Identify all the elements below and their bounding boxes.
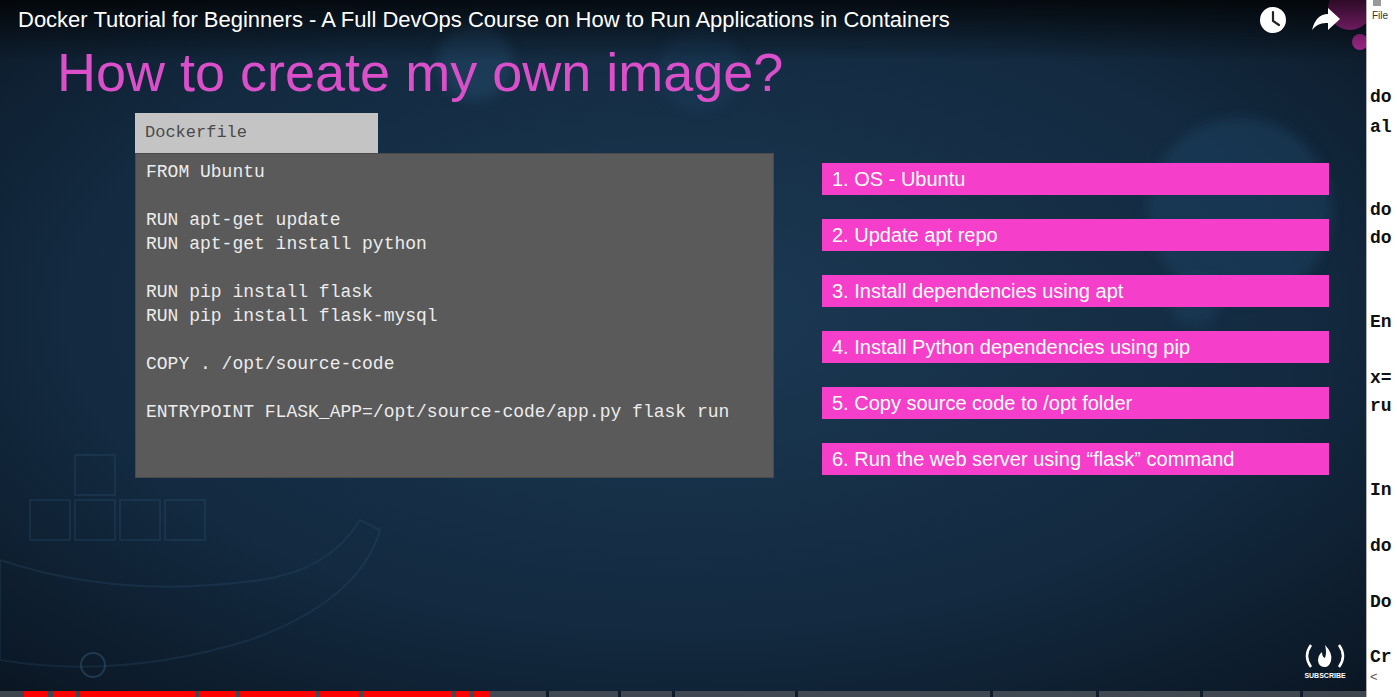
logo-flame [1318,645,1331,667]
step-text: 2. Update apt repo [832,221,998,249]
progress-segment [24,691,48,697]
share-icon [1312,8,1340,30]
progress-track [0,691,1366,697]
slide-background [0,0,1366,697]
chapter-gap [990,691,993,697]
panel-text: do [1370,86,1392,108]
panel-border [1366,0,1367,697]
step-text: 5. Copy source code to /opt folder [832,389,1132,417]
tab-label: Dockerfile [145,121,247,145]
scroll-arrow: < [1370,669,1378,685]
chapter-gap [546,691,549,697]
step-box: 5. Copy source code to /opt folder [822,387,1329,419]
code-line: ENTRYPOINT FLASK_APP=/opt/source-code/ap… [146,400,729,424]
step-box: 3. Install dependencies using apt [822,275,1329,307]
step-box: 4. Install Python dependencies using pip [822,331,1329,363]
container [75,500,115,540]
panel-text: do [1370,199,1392,221]
video-title: Docker Tutorial for Beginners - A Full D… [18,6,950,34]
step-text: 4. Install Python dependencies using pip [832,333,1190,361]
container [75,455,115,495]
logo-paren [1307,645,1311,667]
watch-later-icon [1260,7,1286,33]
dockerfile-panel: DockerfileFROM UbuntuRUN apt-get updateR… [135,153,774,478]
step-box: 2. Update apt repo [822,219,1329,251]
progress-segment [199,691,236,697]
container [30,500,70,540]
code-line: RUN apt-get install python [146,232,427,256]
whale-body [0,520,380,667]
step-text: 6. Run the web server using “flask” comm… [832,445,1234,473]
container [165,500,205,540]
progress-segment [363,691,452,697]
subscribe-label: SUBSCRIBE [1304,671,1345,680]
chapter-gap [1200,691,1203,697]
panel-text: do [1370,535,1392,557]
container [120,500,160,540]
panel-text: Do [1370,591,1392,613]
channel-logo [1307,645,1343,667]
progress-segment [80,691,195,697]
progress-played [24,691,490,697]
chapter-gap [672,691,675,697]
faint-circle [81,653,105,677]
code-line: RUN apt-get update [146,208,340,232]
chapter-gap [1096,691,1099,697]
clock-hands [1273,12,1279,25]
file-tab: Dockerfile [135,113,378,153]
side-panel [1366,0,1397,697]
code-line: RUN pip install flask [146,280,373,304]
code-line: COPY . /opt/source-code [146,352,394,376]
clock-face [1260,7,1286,33]
progress-segment [320,691,359,697]
step-box: 1. OS - Ubuntu [822,163,1329,195]
chapter-gap [795,691,798,697]
whale-watermark [0,455,380,667]
chapter-gap [1300,691,1303,697]
panel-text: En [1370,311,1392,333]
step-box: 6. Run the web server using “flask” comm… [822,443,1329,475]
chapter-gap [618,691,621,697]
code-line: RUN pip install flask-mysql [146,304,438,328]
panel-text: In [1370,479,1392,501]
panel-text: Cr [1370,646,1392,668]
menu-item: File [1372,10,1388,22]
progress-segment [53,691,76,697]
panel-icon [1373,0,1381,6]
code-line: FROM Ubuntu [146,160,265,184]
logo-paren [1339,645,1343,667]
panel-text: do [1370,227,1392,249]
slide-title: How to create my own image? [57,42,783,102]
panel-text: ru [1370,395,1392,417]
progress-segment [474,691,490,697]
step-text: 3. Install dependencies using apt [832,277,1123,305]
panel-text: x= [1370,367,1392,389]
step-text: 1. OS - Ubuntu [832,165,965,193]
progress-segment [456,691,470,697]
progress-segment [240,691,316,697]
panel-text: al [1370,116,1392,138]
chapter-gaps [546,691,1303,697]
